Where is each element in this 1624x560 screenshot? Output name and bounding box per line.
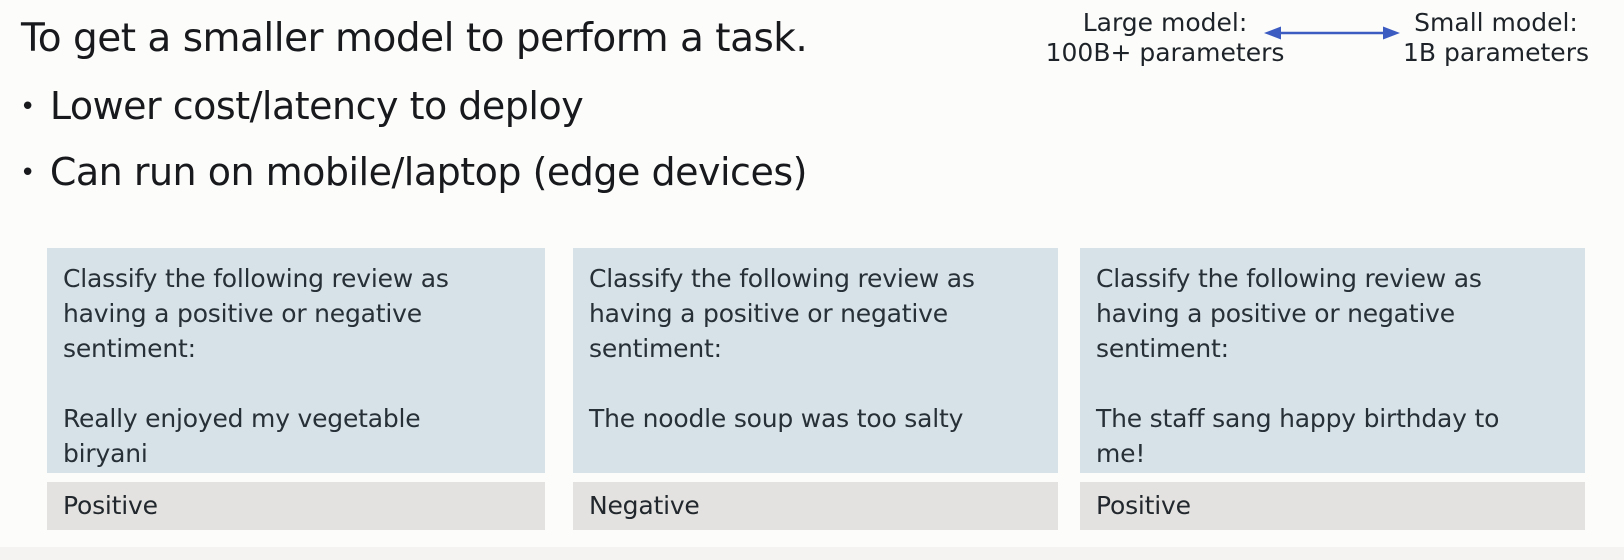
answer-bar: Negative — [573, 482, 1058, 530]
review-text: Really enjoyed my vegetable biryani — [63, 404, 421, 468]
prompt-box: Classify the following review as having … — [573, 248, 1058, 473]
bottom-edge-shadow — [0, 547, 1624, 560]
prompt-text: Classify the following review as having … — [1096, 264, 1482, 363]
example-card: Classify the following review as having … — [1080, 248, 1585, 530]
example-card: Classify the following review as having … — [573, 248, 1058, 530]
answer-label: Positive — [63, 491, 158, 520]
answer-label: Positive — [1096, 491, 1191, 520]
large-model-label: Large model: 100B+ parameters — [1045, 8, 1285, 67]
answer-bar: Positive — [1080, 482, 1585, 530]
review-text: The noodle soup was too salty — [589, 404, 964, 433]
bullet-item-cost-latency: • Lower cost/latency to deploy — [20, 84, 584, 128]
bullet-label: Can run on mobile/laptop (edge devices) — [49, 150, 808, 194]
left-right-arrow-icon — [1264, 24, 1400, 42]
prompt-box: Classify the following review as having … — [1080, 248, 1585, 473]
answer-label: Negative — [589, 491, 700, 520]
page-title: To get a smaller model to perform a task… — [21, 16, 808, 61]
prompt-box: Classify the following review as having … — [47, 248, 545, 473]
bullet-item-edge-devices: • Can run on mobile/laptop (edge devices… — [20, 150, 807, 194]
bullet-icon: • — [20, 92, 35, 122]
answer-bar: Positive — [47, 482, 545, 530]
bullet-label: Lower cost/latency to deploy — [49, 84, 584, 128]
small-model-label: Small model: 1B parameters — [1402, 8, 1589, 67]
prompt-text: Classify the following review as having … — [63, 264, 449, 363]
prompt-text: Classify the following review as having … — [589, 264, 975, 363]
review-text: The staff sang happy birthday to me! — [1096, 404, 1500, 468]
example-card: Classify the following review as having … — [47, 248, 545, 530]
bullet-icon: • — [20, 158, 35, 188]
